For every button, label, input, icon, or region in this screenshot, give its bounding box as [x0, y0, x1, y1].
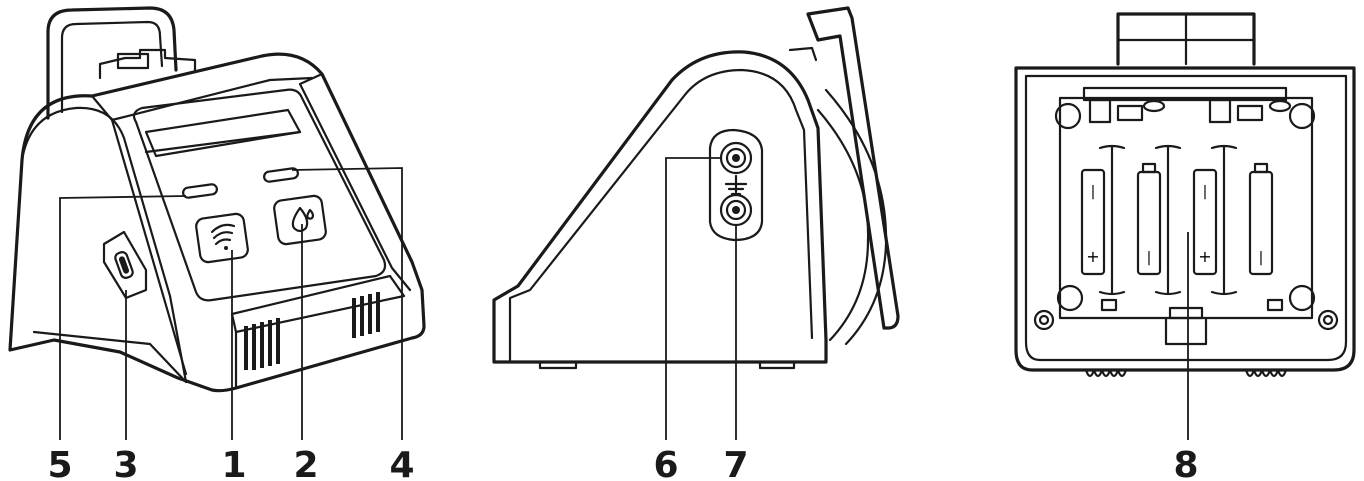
led-5	[182, 183, 218, 199]
callout-7: 7	[723, 445, 748, 481]
drop-button[interactable]	[273, 194, 327, 246]
callout-8: 8	[1173, 445, 1198, 481]
side-handle	[806, 6, 900, 330]
svg-text:+: +	[1198, 247, 1211, 266]
screw-top-left	[1054, 102, 1082, 130]
back-vents	[1084, 368, 1288, 378]
vent-left	[244, 318, 280, 370]
screw-top-right	[1288, 102, 1316, 130]
drop-icon	[291, 206, 315, 233]
battery-compartment	[1058, 96, 1314, 320]
callout-6: 6	[653, 445, 678, 481]
screw-outer-right	[1317, 309, 1339, 331]
battery-2: |	[1136, 162, 1162, 276]
top-connector	[98, 48, 197, 80]
front-body-outline	[8, 52, 426, 393]
wifi-button[interactable]	[195, 212, 249, 264]
svg-text:|: |	[1091, 184, 1096, 200]
svg-text:|: |	[1147, 250, 1152, 266]
callout-5: 5	[47, 445, 72, 481]
front-face-panel	[132, 88, 387, 302]
side-port-plate	[708, 128, 764, 242]
svg-text:|: |	[1203, 184, 1208, 200]
callout-4: 4	[389, 445, 414, 481]
back-body-outline	[1014, 66, 1356, 372]
vent-right	[352, 292, 380, 338]
svg-text:+: +	[1086, 247, 1099, 266]
front-view: 5 3 1 2 4	[8, 6, 426, 481]
usb-port	[102, 230, 148, 300]
port-6	[719, 141, 753, 175]
back-view: | + | | + | 8	[1014, 12, 1356, 481]
svg-text:|: |	[1259, 250, 1264, 266]
battery-1: | +	[1080, 168, 1106, 276]
ground-symbol	[724, 174, 748, 196]
led-4	[263, 167, 299, 183]
callout-1: 1	[221, 445, 246, 481]
battery-3: | +	[1192, 168, 1218, 276]
side-body-outline	[492, 50, 828, 364]
screw-bottom-right	[1288, 284, 1316, 312]
port-7	[719, 193, 753, 227]
side-view: 6 7	[492, 6, 900, 481]
wifi-icon	[210, 223, 236, 250]
battery-4: |	[1248, 162, 1274, 276]
callout-3: 3	[113, 445, 138, 481]
screw-outer-left	[1033, 309, 1055, 331]
callout-2: 2	[293, 445, 318, 481]
front-handle	[46, 6, 178, 120]
screw-bottom-left	[1056, 284, 1084, 312]
